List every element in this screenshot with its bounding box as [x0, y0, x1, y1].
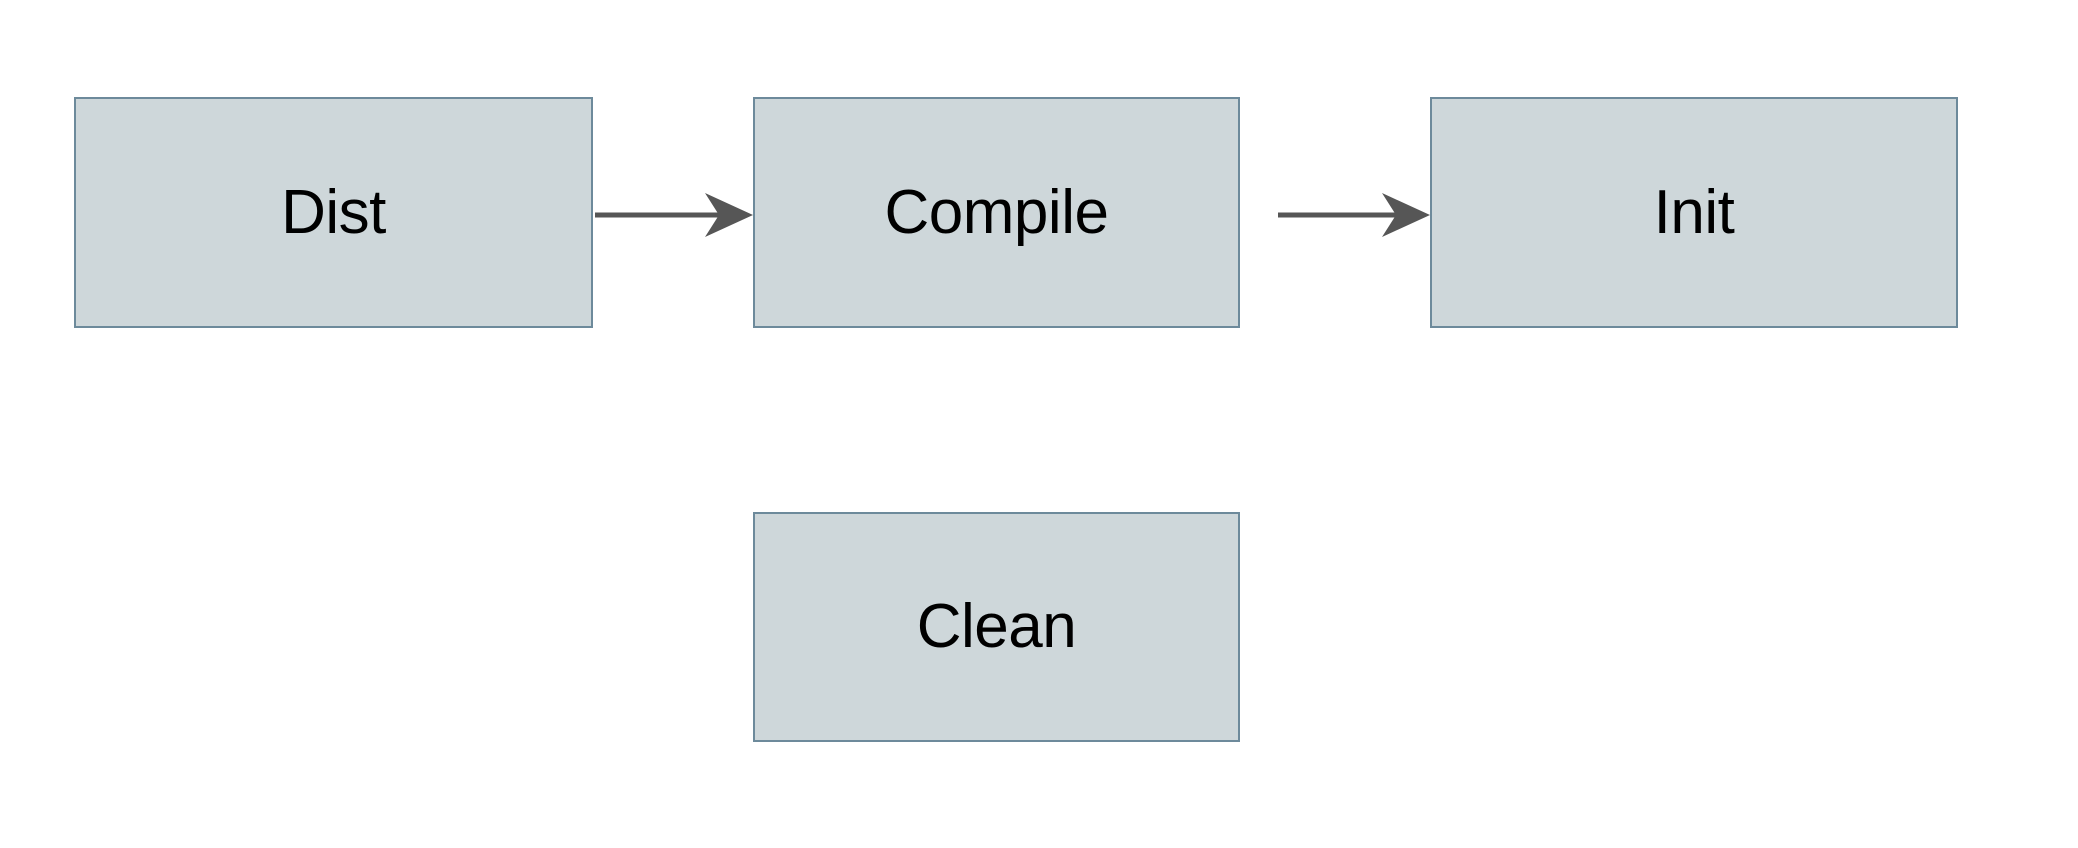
node-init[interactable]: Init	[1430, 97, 1958, 328]
node-compile[interactable]: Compile	[753, 97, 1240, 328]
node-init-label: Init	[1653, 177, 1735, 247]
node-dist-label: Dist	[281, 177, 386, 247]
edge-dist-to-compile[interactable]	[593, 185, 755, 245]
node-clean[interactable]: Clean	[753, 512, 1240, 742]
edge-compile-to-init[interactable]	[1240, 185, 1432, 245]
node-compile-label: Compile	[884, 177, 1109, 247]
node-dist[interactable]: Dist	[74, 97, 593, 328]
node-clean-label: Clean	[916, 592, 1077, 661]
